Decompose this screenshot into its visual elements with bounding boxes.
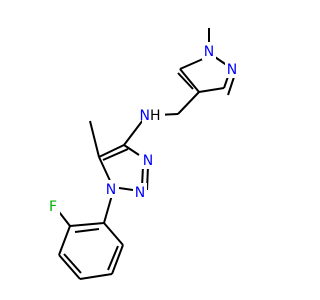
nh-hydrogen: H bbox=[150, 108, 161, 124]
bond-pyrazole-c4-c5 bbox=[179, 68, 200, 93]
bond-c5-methyl bbox=[89, 120, 100, 158]
bond-c4-ch2 bbox=[177, 91, 200, 115]
bond-benzene-c4-c5 bbox=[58, 225, 71, 256]
bond-benzene-c1-c2 bbox=[111, 244, 124, 275]
atom-labels: NH N N N N N F bbox=[47, 42, 239, 215]
triazole-n2-label: N bbox=[135, 185, 145, 201]
bond-triazole-n3-c4 bbox=[123, 144, 140, 156]
bond-triazole-n2-n3-double bbox=[146, 165, 149, 191]
bond-triazole-n1-n2 bbox=[118, 187, 134, 191]
bond-benzene-c2-c3 bbox=[79, 273, 113, 280]
bond-n1-ch2 bbox=[103, 194, 113, 224]
bond-benzene-c3-c4 bbox=[58, 254, 81, 280]
bond-benzene-c5-c6 bbox=[69, 222, 105, 227]
bond-triazole-c4-c5-double bbox=[102, 148, 129, 161]
bond-pyrazole-c3-c4 bbox=[198, 87, 225, 93]
bond-pyrazole-c4-c5-double bbox=[177, 72, 194, 90]
bond-benzene-c3-c4-double bbox=[63, 253, 82, 274]
nh-symbol: N bbox=[139, 108, 149, 124]
bond-benzene-c1-c2-double bbox=[107, 245, 119, 271]
molecule-diagram: NH N N N N N F bbox=[47, 28, 239, 280]
fluorine-label: F bbox=[49, 199, 57, 215]
triazole-n1-label: N bbox=[106, 182, 116, 198]
pyrazole-n-label: N bbox=[227, 62, 237, 78]
bond-ch2-aromatic bbox=[103, 222, 124, 246]
bond-triazole-c4-c5 bbox=[98, 144, 125, 158]
bond-nh-c4 bbox=[123, 119, 144, 146]
nitrogen-nh-label: NH bbox=[139, 108, 160, 124]
triazole-n3-label: N bbox=[143, 153, 153, 169]
pyrazole-n-methyl-label: N bbox=[204, 44, 214, 60]
bond-benzene-c5-c6-double bbox=[74, 228, 100, 233]
